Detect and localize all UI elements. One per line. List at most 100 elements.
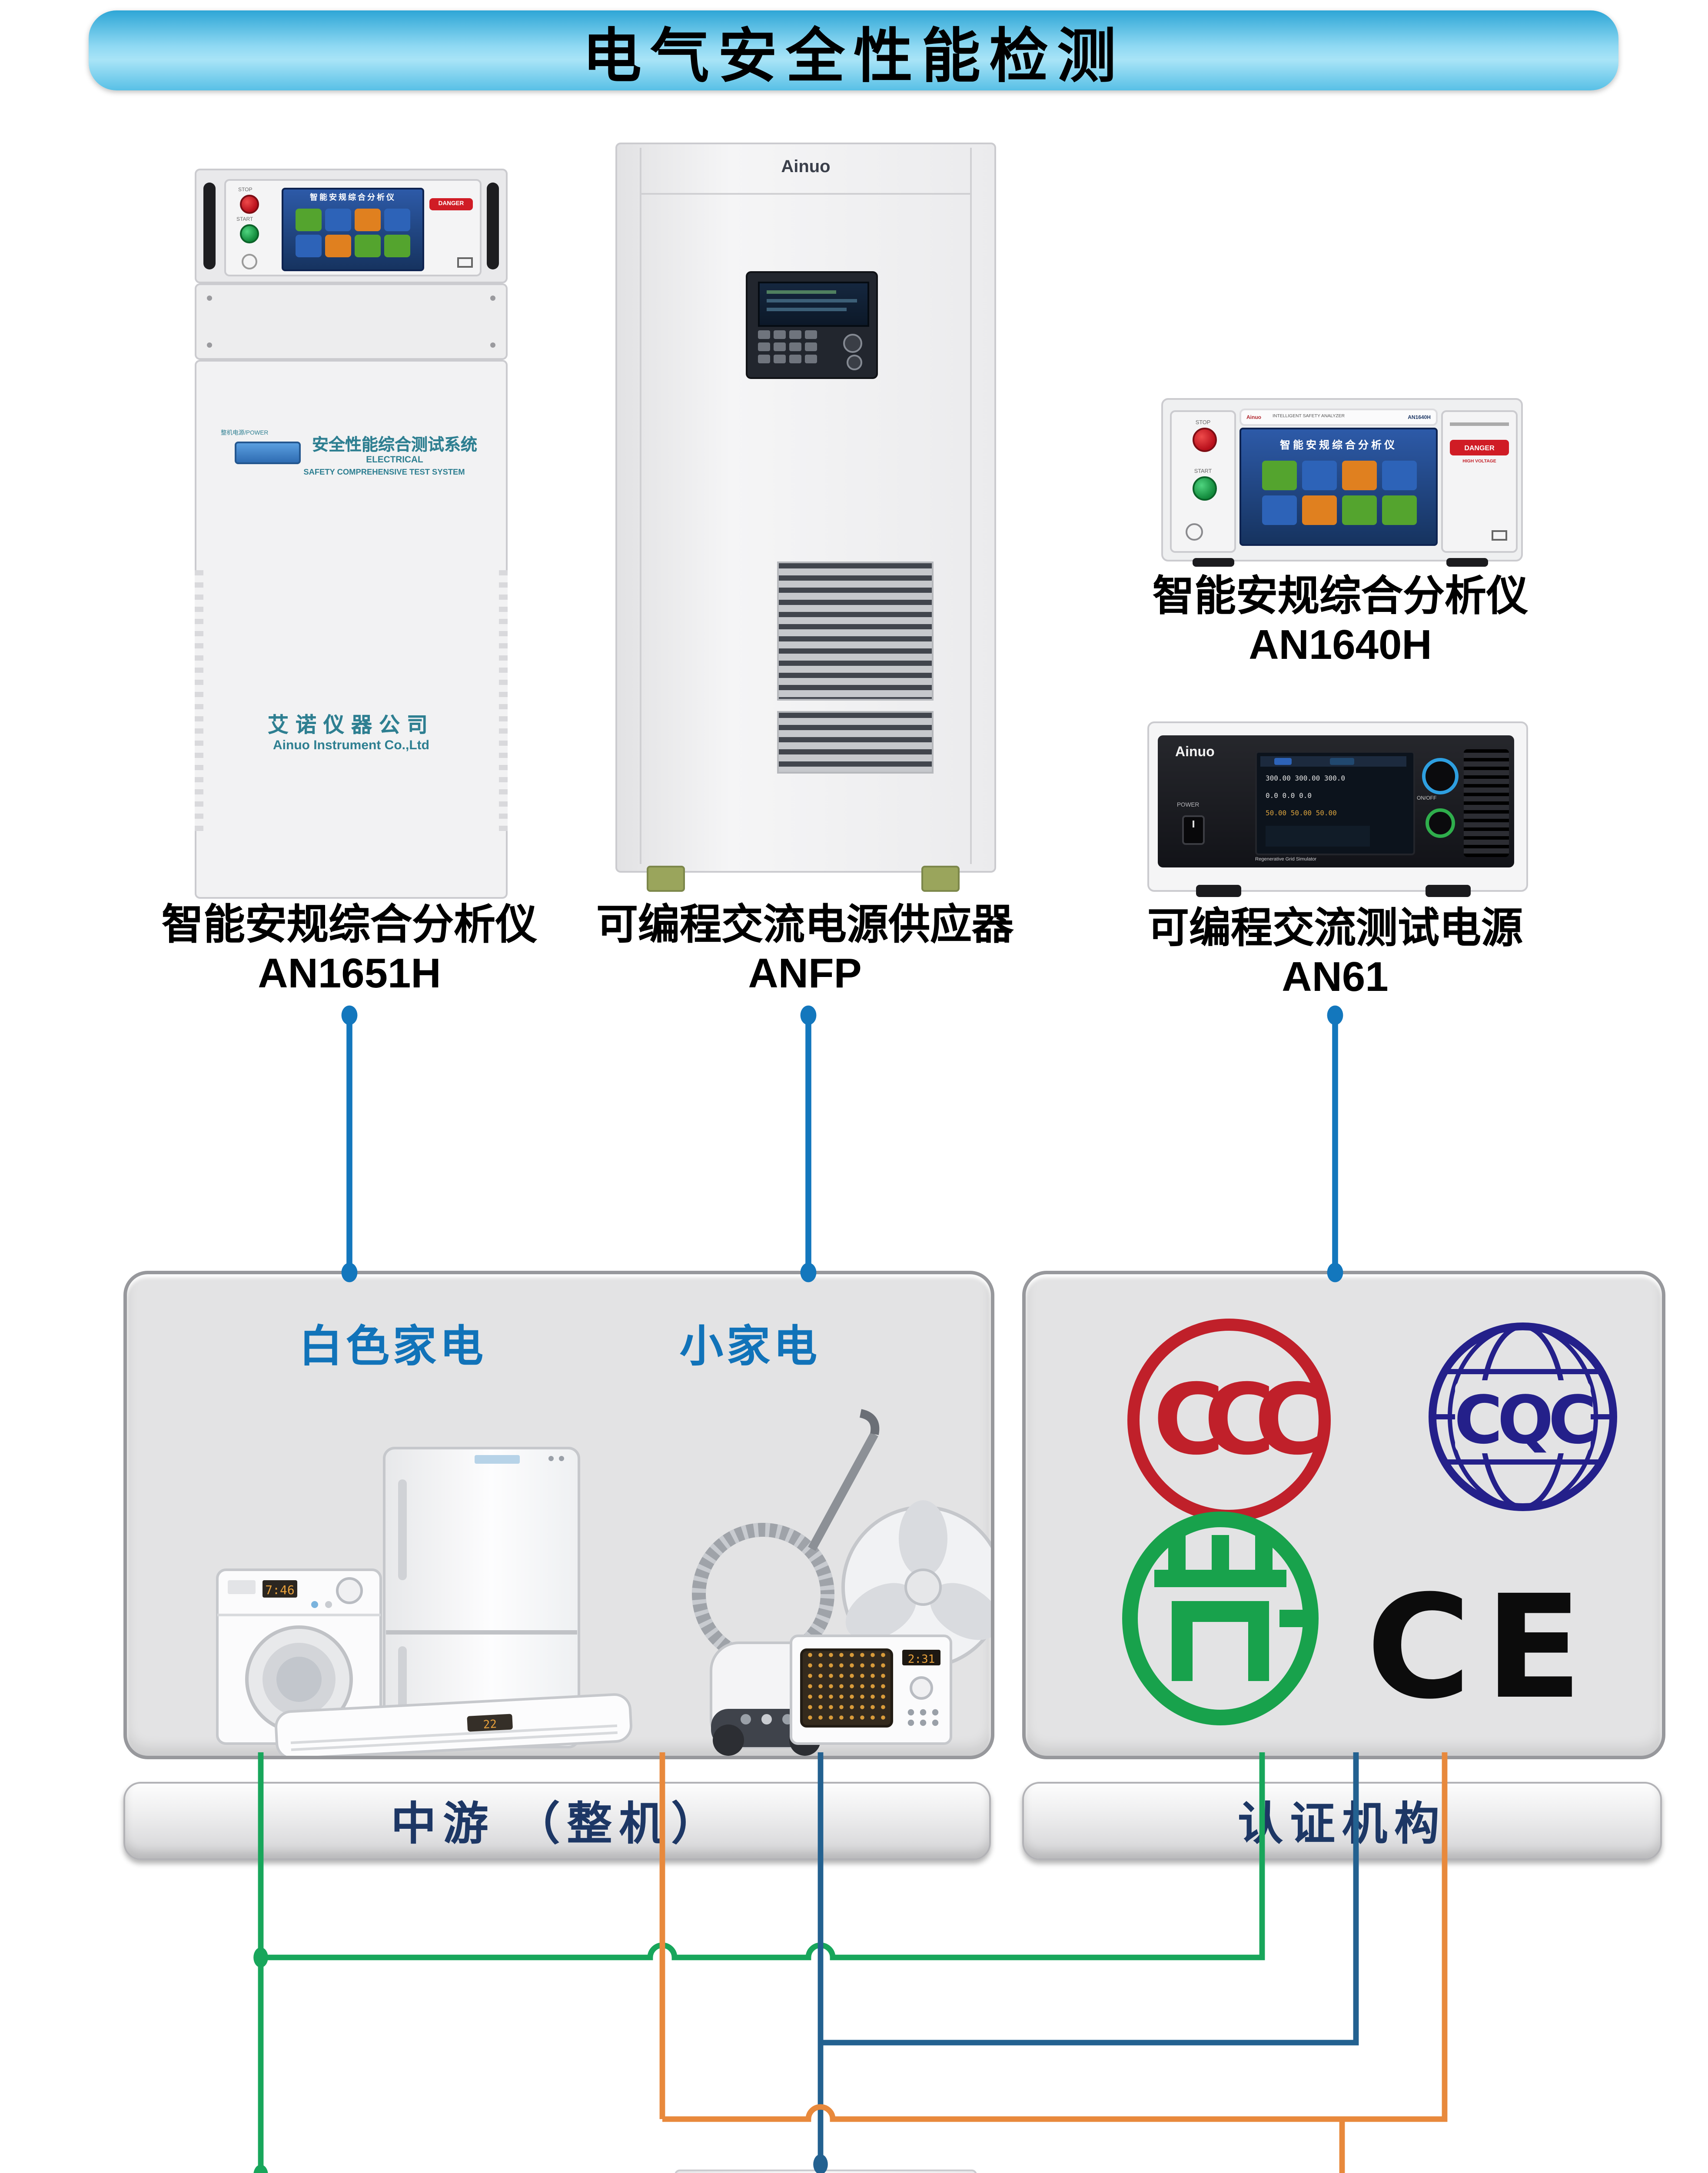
- app-tiles: [1241, 461, 1436, 525]
- anfp-vent-upper: [777, 562, 934, 701]
- banner-electrical-safety-test: 电气安全性能检测: [89, 10, 1618, 90]
- bar-certifier-label: 认证机构: [1237, 1798, 1446, 1850]
- cert-logos: CCC CQC: [1122, 1319, 1617, 1731]
- microwave-illustration: 2:31: [790, 1635, 952, 1745]
- anfp-knob: [843, 334, 862, 353]
- an61-vent: [1464, 749, 1509, 857]
- start-button: [1193, 476, 1217, 501]
- rack-handle-right: [487, 183, 499, 269]
- screen-row1: 300.00 300.00 300.0: [1266, 774, 1346, 782]
- anfp-control-panel: [746, 271, 878, 379]
- device-an61: Ainuo POWER 300.00 300.00 300.0 0.0 0.0 …: [1147, 721, 1528, 897]
- power-button: [242, 254, 257, 269]
- an1640h-touchscreen: 智能安规综合分析仪: [1239, 428, 1438, 546]
- device-anfp: Ainuo: [615, 143, 996, 894]
- device-an1651h: STOP START 智能安规综合分析仪: [195, 169, 508, 899]
- door-seam-left: [640, 148, 641, 864]
- anfp-vent-lower: [777, 711, 934, 774]
- caster-foot-right: [921, 866, 960, 892]
- tile-icon: [1381, 461, 1416, 490]
- tile-icon: [296, 235, 322, 257]
- appliance-illustrations: 7:46 22: [216, 1409, 991, 1756]
- anfp-knob-small: [847, 355, 862, 370]
- stop-label: STOP: [1195, 419, 1211, 426]
- screw-icon: [207, 296, 212, 301]
- device-an1640h: STOP START Ainuo INTELLIGENT SAFETY ANAL…: [1161, 398, 1523, 567]
- brand-logo: Ainuo: [1246, 413, 1261, 420]
- door-seam-right: [970, 148, 972, 864]
- screw-icon: [490, 296, 495, 301]
- an1651h-app-tiles: [283, 209, 422, 257]
- top-connectors: [346, 1013, 1338, 1274]
- device-foot: [1196, 885, 1241, 897]
- cabinet-power-label: 整机电源/POWER: [221, 429, 269, 436]
- tile-icon: [1301, 495, 1336, 525]
- screen-row3: 50.00 50.00 50.00: [1266, 808, 1337, 817]
- printer-slot: [1450, 422, 1509, 426]
- brand-logo: Ainuo: [1175, 744, 1215, 760]
- screw-icon: [207, 342, 212, 348]
- label-an1640h: 智能安规综合分析仪 AN1640H: [1153, 574, 1528, 669]
- bar-midstream-label: 中游 （整机）: [391, 1798, 724, 1850]
- danger-badge: DANGER: [429, 198, 473, 210]
- washer-display: 7:46: [265, 1583, 294, 1597]
- side-vent-right: [499, 570, 508, 831]
- anfc-cabinet: 188.8 188.8 188.8 50.0 220.0 10.0 Ainuo: [675, 2170, 977, 2173]
- microwave-display: 2:31: [908, 1653, 935, 1666]
- an1640h-header-strip: Ainuo INTELLIGENT SAFETY ANALYZER AN1640…: [1239, 409, 1438, 426]
- main-power-switch: [235, 442, 301, 464]
- fridge-illustration: [383, 1447, 580, 1748]
- screen-menubar: [1260, 756, 1406, 767]
- anfp-keypad: [758, 330, 827, 365]
- washing-machine-illustration: 7:46: [216, 1568, 382, 1745]
- bar-certifier: 认证机构: [1022, 1782, 1662, 1860]
- tile-icon: [325, 209, 351, 231]
- device-foot: [1446, 558, 1488, 567]
- tile-icon: [296, 209, 322, 231]
- usb-port-icon: [457, 257, 473, 268]
- an61-caption: Regenerative Grid Simulator: [1255, 855, 1317, 862]
- tile-icon: [325, 235, 351, 257]
- label-an61: 可编程交流测试电源 AN61: [1147, 906, 1523, 1001]
- cert-box: CCC CQC: [1022, 1271, 1665, 1759]
- an1651h-touchscreen: 智能安规综合分析仪: [282, 188, 424, 271]
- an1651h-head-unit: STOP START 智能安规综合分析仪: [195, 169, 508, 283]
- ccc-logo: CCC: [1127, 1319, 1341, 1522]
- device-foot: [1193, 558, 1234, 567]
- anfp-screen: [758, 282, 869, 327]
- an61-screen: 300.00 300.00 300.0 0.0 0.0 0.0 50.00 50…: [1255, 751, 1415, 855]
- model-text: AN1640H: [1408, 413, 1431, 420]
- stop-label: STOP: [238, 186, 253, 193]
- onoff-button: [1426, 808, 1455, 838]
- appliance-box-label-small-appliances: 小家电: [680, 1323, 821, 1372]
- an61-front-panel: Ainuo POWER 300.00 300.00 300.0 0.0 0.0 …: [1158, 735, 1514, 867]
- label-anfp: 可编程交流电源供应器 ANFP: [596, 902, 1014, 998]
- energy-cert-logo: [1122, 1512, 1319, 1725]
- top-connector-dots: [341, 1005, 1343, 1283]
- usb-port-icon: [1492, 530, 1507, 541]
- screen-row: [767, 290, 836, 294]
- power-label: POWER: [1177, 801, 1200, 808]
- tile-icon: [355, 209, 381, 231]
- rack-handle-left: [203, 183, 216, 269]
- stop-button: [240, 195, 259, 214]
- caster-foot-left: [647, 866, 685, 892]
- side-vent-left: [195, 570, 203, 831]
- power-button: [1186, 523, 1203, 541]
- onoff-label: ON/OFF: [1417, 794, 1437, 801]
- power-switch: [1182, 815, 1205, 845]
- danger-badge: DANGER: [1450, 440, 1509, 455]
- tile-icon: [1341, 495, 1376, 525]
- device-foot: [1426, 885, 1471, 897]
- screen-row: [767, 299, 857, 302]
- tile-icon: [384, 235, 410, 257]
- appliance-box-label-white-goods: 白色家电: [299, 1323, 487, 1372]
- voltage-knob: [1422, 758, 1459, 794]
- screen-title: 智能安规综合分析仪: [1279, 442, 1397, 452]
- high-voltage-label: HIGH VOLTAGE: [1462, 459, 1496, 464]
- system-title-en1: ELECTRICAL: [366, 455, 423, 466]
- start-label: START: [236, 216, 253, 223]
- an1640h-right-panel: DANGER HIGH VOLTAGE: [1441, 410, 1518, 553]
- tile-icon: [1341, 461, 1376, 490]
